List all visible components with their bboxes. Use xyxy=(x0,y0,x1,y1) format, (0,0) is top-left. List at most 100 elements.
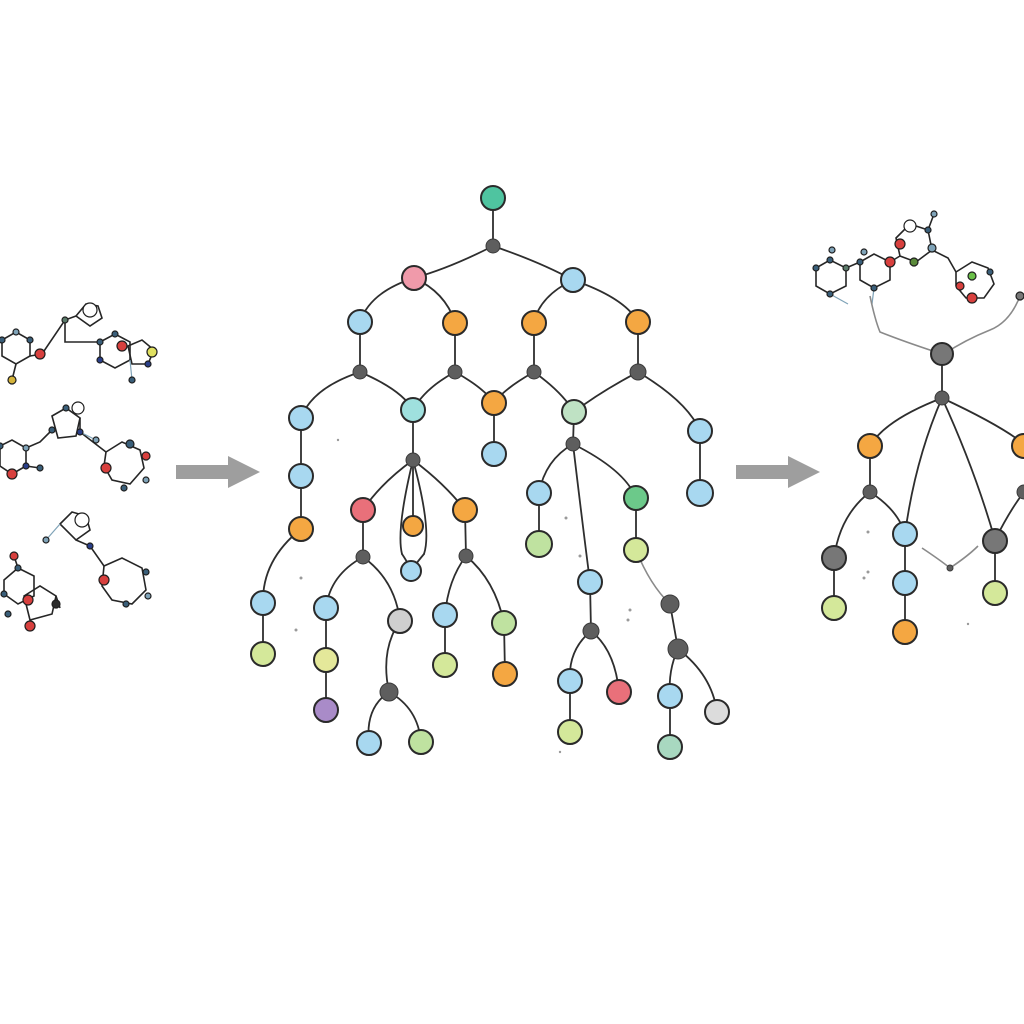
molecule-atom xyxy=(4,610,12,618)
molecule-atom xyxy=(61,316,69,324)
molecule-bond xyxy=(859,253,891,289)
tree-node xyxy=(408,729,434,755)
tree-junction xyxy=(355,549,371,565)
tree-node xyxy=(400,397,426,423)
molecule-atom xyxy=(142,568,150,576)
tree-node xyxy=(432,652,458,678)
input-molecules xyxy=(0,302,158,632)
molecule-atom xyxy=(24,620,36,632)
tree-node xyxy=(982,580,1008,606)
tree-node xyxy=(402,515,424,537)
tree-node xyxy=(480,185,506,211)
molecule-atom xyxy=(146,346,158,358)
tree-edge xyxy=(941,397,1024,445)
molecule-atom xyxy=(116,340,128,352)
output-molecule-tree xyxy=(812,210,1024,645)
molecule-atom xyxy=(812,264,820,272)
tree-junction xyxy=(667,638,689,660)
tree-node xyxy=(492,661,518,687)
tree-node xyxy=(560,267,586,293)
tree-junction xyxy=(862,484,878,500)
molecule-atom xyxy=(96,356,104,364)
tree-node xyxy=(557,719,583,745)
tree-node xyxy=(387,608,413,634)
tree-junction xyxy=(660,594,680,614)
molecule-atom xyxy=(100,462,112,474)
tree-node xyxy=(857,433,883,459)
molecule-atom xyxy=(42,536,50,544)
tree-node xyxy=(288,463,314,489)
tree-node xyxy=(250,641,276,667)
tree-node xyxy=(623,485,649,511)
tree-edge xyxy=(572,443,591,583)
tree-junction xyxy=(379,682,399,702)
molecule-atom xyxy=(76,428,84,436)
molecule-atom xyxy=(0,442,4,450)
tree-junction xyxy=(526,364,542,380)
molecule-bond xyxy=(79,418,107,453)
molecule-atom xyxy=(34,348,46,360)
molecule-atom xyxy=(860,248,868,256)
molecule-atom xyxy=(1015,291,1024,301)
tree-node xyxy=(288,516,314,542)
molecule-atom xyxy=(144,360,152,368)
tree-edge xyxy=(943,295,1021,355)
molecule-atom xyxy=(86,542,94,550)
tree-node xyxy=(250,590,276,616)
molecule-atom xyxy=(826,290,834,298)
tree-node xyxy=(892,570,918,596)
molecule-atom xyxy=(71,401,85,415)
tree-node xyxy=(686,479,714,507)
molecule-atom xyxy=(82,302,98,318)
tree-junction xyxy=(447,364,463,380)
tree-junction xyxy=(565,436,581,452)
tree-node xyxy=(687,418,713,444)
molecule-atom xyxy=(7,375,17,385)
molecule-atom xyxy=(894,238,906,250)
tree-node xyxy=(657,734,683,760)
speck xyxy=(558,750,562,754)
speck xyxy=(866,530,870,534)
tree-node xyxy=(982,528,1008,554)
tree-node xyxy=(557,668,583,694)
molecule-bond xyxy=(64,320,100,343)
tree-node xyxy=(821,545,847,571)
hierarchical-tree xyxy=(250,185,730,760)
molecule-bond xyxy=(99,333,131,369)
molecule-atom xyxy=(826,256,834,264)
molecule-atom xyxy=(967,271,977,281)
tree-junction xyxy=(582,622,600,640)
tree-node xyxy=(491,610,517,636)
tree-node xyxy=(525,530,553,558)
molecule-atom xyxy=(122,600,130,608)
molecule-bond xyxy=(103,441,145,485)
tree-node xyxy=(526,480,552,506)
molecule-atom xyxy=(9,551,19,561)
tree-node xyxy=(432,602,458,628)
molecule-bond xyxy=(955,261,995,299)
molecule-atom xyxy=(22,594,34,606)
molecule-bond xyxy=(931,249,957,273)
tree-node xyxy=(521,310,547,336)
tree-edge xyxy=(492,245,574,281)
tree-node xyxy=(400,560,422,582)
tree-node xyxy=(561,399,587,425)
tree-node xyxy=(625,309,651,335)
molecule-atom xyxy=(144,592,152,600)
molecule-atom xyxy=(966,292,978,304)
speck xyxy=(578,554,582,558)
molecule-atom xyxy=(930,210,938,218)
speck xyxy=(564,516,568,520)
tree-node xyxy=(623,537,649,563)
tree-node xyxy=(401,265,427,291)
tree-node xyxy=(892,619,918,645)
molecule-atom xyxy=(955,281,965,291)
tree-node xyxy=(452,497,478,523)
tree-edge xyxy=(869,295,943,355)
speck xyxy=(966,622,970,626)
molecule-atom xyxy=(51,599,61,609)
molecule-bond xyxy=(1,331,31,365)
tree-node xyxy=(481,441,507,467)
molecule-atom xyxy=(141,451,151,461)
